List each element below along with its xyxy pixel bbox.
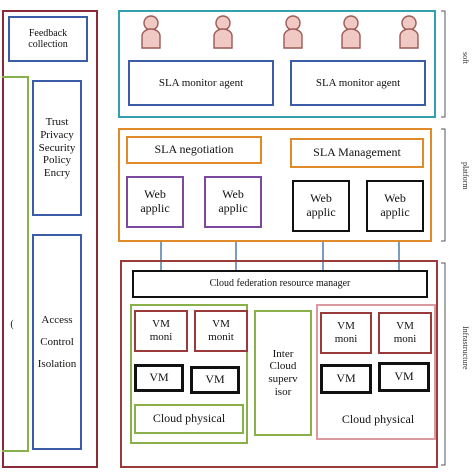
web-app-label-1: Web applic (140, 187, 170, 215)
web-app-box-4: Web applic (366, 180, 424, 232)
vm-monitor-box-4: VM moni (378, 312, 432, 354)
platform-layer (118, 128, 432, 242)
security-column-edge: ( (10, 319, 14, 331)
vm-monitor-box-1: VM moni (134, 310, 188, 352)
vm-label-4: VM (394, 369, 414, 384)
person-icon (141, 15, 161, 49)
vm-box-2: VM (190, 366, 240, 394)
infrastructure-layer (120, 260, 438, 468)
sla-monitor-agent-2-label: SLA monitor agent (315, 76, 401, 89)
outer-frame (2, 10, 98, 468)
feedback-collection-label: Feedback collection (28, 27, 68, 51)
cloud-physical-left-frame (130, 304, 248, 444)
security-column (2, 76, 29, 452)
sla-management-label: SLA Management (313, 145, 401, 160)
vm-label-2: VM (205, 372, 225, 387)
access-control-box: Access Control Isolation (32, 234, 82, 450)
vm-box-4: VM (378, 362, 430, 392)
sla-management-box: SLA Management (290, 138, 424, 168)
vm-box-1: VM (134, 364, 184, 392)
trust-privacy-label: Trust Privacy Security Policy Encry (38, 116, 76, 179)
vm-monitor-label-1: VM moni (149, 318, 173, 343)
federation-manager-label: Cloud federation resource manager (209, 278, 351, 290)
web-app-box-1: Web applic (126, 176, 184, 228)
federation-manager-box: Cloud federation resource manager (132, 270, 428, 298)
connector-line (398, 242, 400, 272)
platform-bracket (441, 128, 446, 242)
sla-negotiation-label: SLA negotiation (154, 142, 234, 157)
web-app-label-2: Web applic (218, 187, 248, 215)
person-icon (399, 15, 419, 49)
web-app-label-3: Web applic (306, 191, 336, 219)
sla-negotiation-box: SLA negotiation (126, 136, 262, 164)
vm-box-3: VM (320, 364, 372, 394)
saas-bracket (441, 10, 446, 118)
feedback-collection-box: Feedback collection (8, 16, 88, 62)
saas-side-label: soft (461, 52, 470, 64)
vm-label-3: VM (336, 371, 356, 386)
cloud-physical-left-label: Cloud physical (152, 411, 226, 426)
infrastructure-side-label: Infrastructure (461, 326, 470, 370)
sla-monitor-agent-1: SLA monitor agent (128, 60, 274, 106)
saas-layer (118, 10, 436, 118)
person-icon (341, 15, 361, 49)
vm-monitor-box-2: VM monit (194, 310, 248, 352)
connector-line (322, 242, 324, 272)
vm-monitor-label-3: VM moni (334, 320, 358, 345)
vm-monitor-box-3: VM moni (320, 312, 372, 354)
vm-monitor-label-4: VM moni (393, 320, 417, 345)
cloud-physical-left-box: Cloud physical (134, 404, 244, 434)
cloud-physical-right-label: Cloud physical (341, 412, 415, 427)
person-icon (283, 15, 303, 49)
connector-line (235, 242, 237, 272)
infrastructure-bracket (441, 262, 446, 466)
vm-monitor-label-2: VM monit (208, 318, 234, 343)
platform-side-label: platform (461, 162, 470, 190)
sla-monitor-agent-2: SLA monitor agent (290, 60, 426, 106)
intercloud-supervisor-label: Inter Cloud superv isor (268, 347, 298, 398)
web-app-box-2: Web applic (204, 176, 262, 228)
person-icon (213, 15, 233, 49)
connector-line (160, 242, 162, 272)
vm-label-1: VM (149, 370, 169, 385)
access-control-label: Access Control Isolation (37, 314, 77, 370)
intercloud-supervisor-box: Inter Cloud superv isor (254, 310, 312, 436)
sla-monitor-agent-1-label: SLA monitor agent (158, 76, 244, 89)
web-app-label-4: Web applic (380, 191, 410, 219)
trust-privacy-box: Trust Privacy Security Policy Encry (32, 80, 82, 216)
web-app-box-3: Web applic (292, 180, 350, 232)
cloud-physical-right-frame (316, 304, 436, 440)
